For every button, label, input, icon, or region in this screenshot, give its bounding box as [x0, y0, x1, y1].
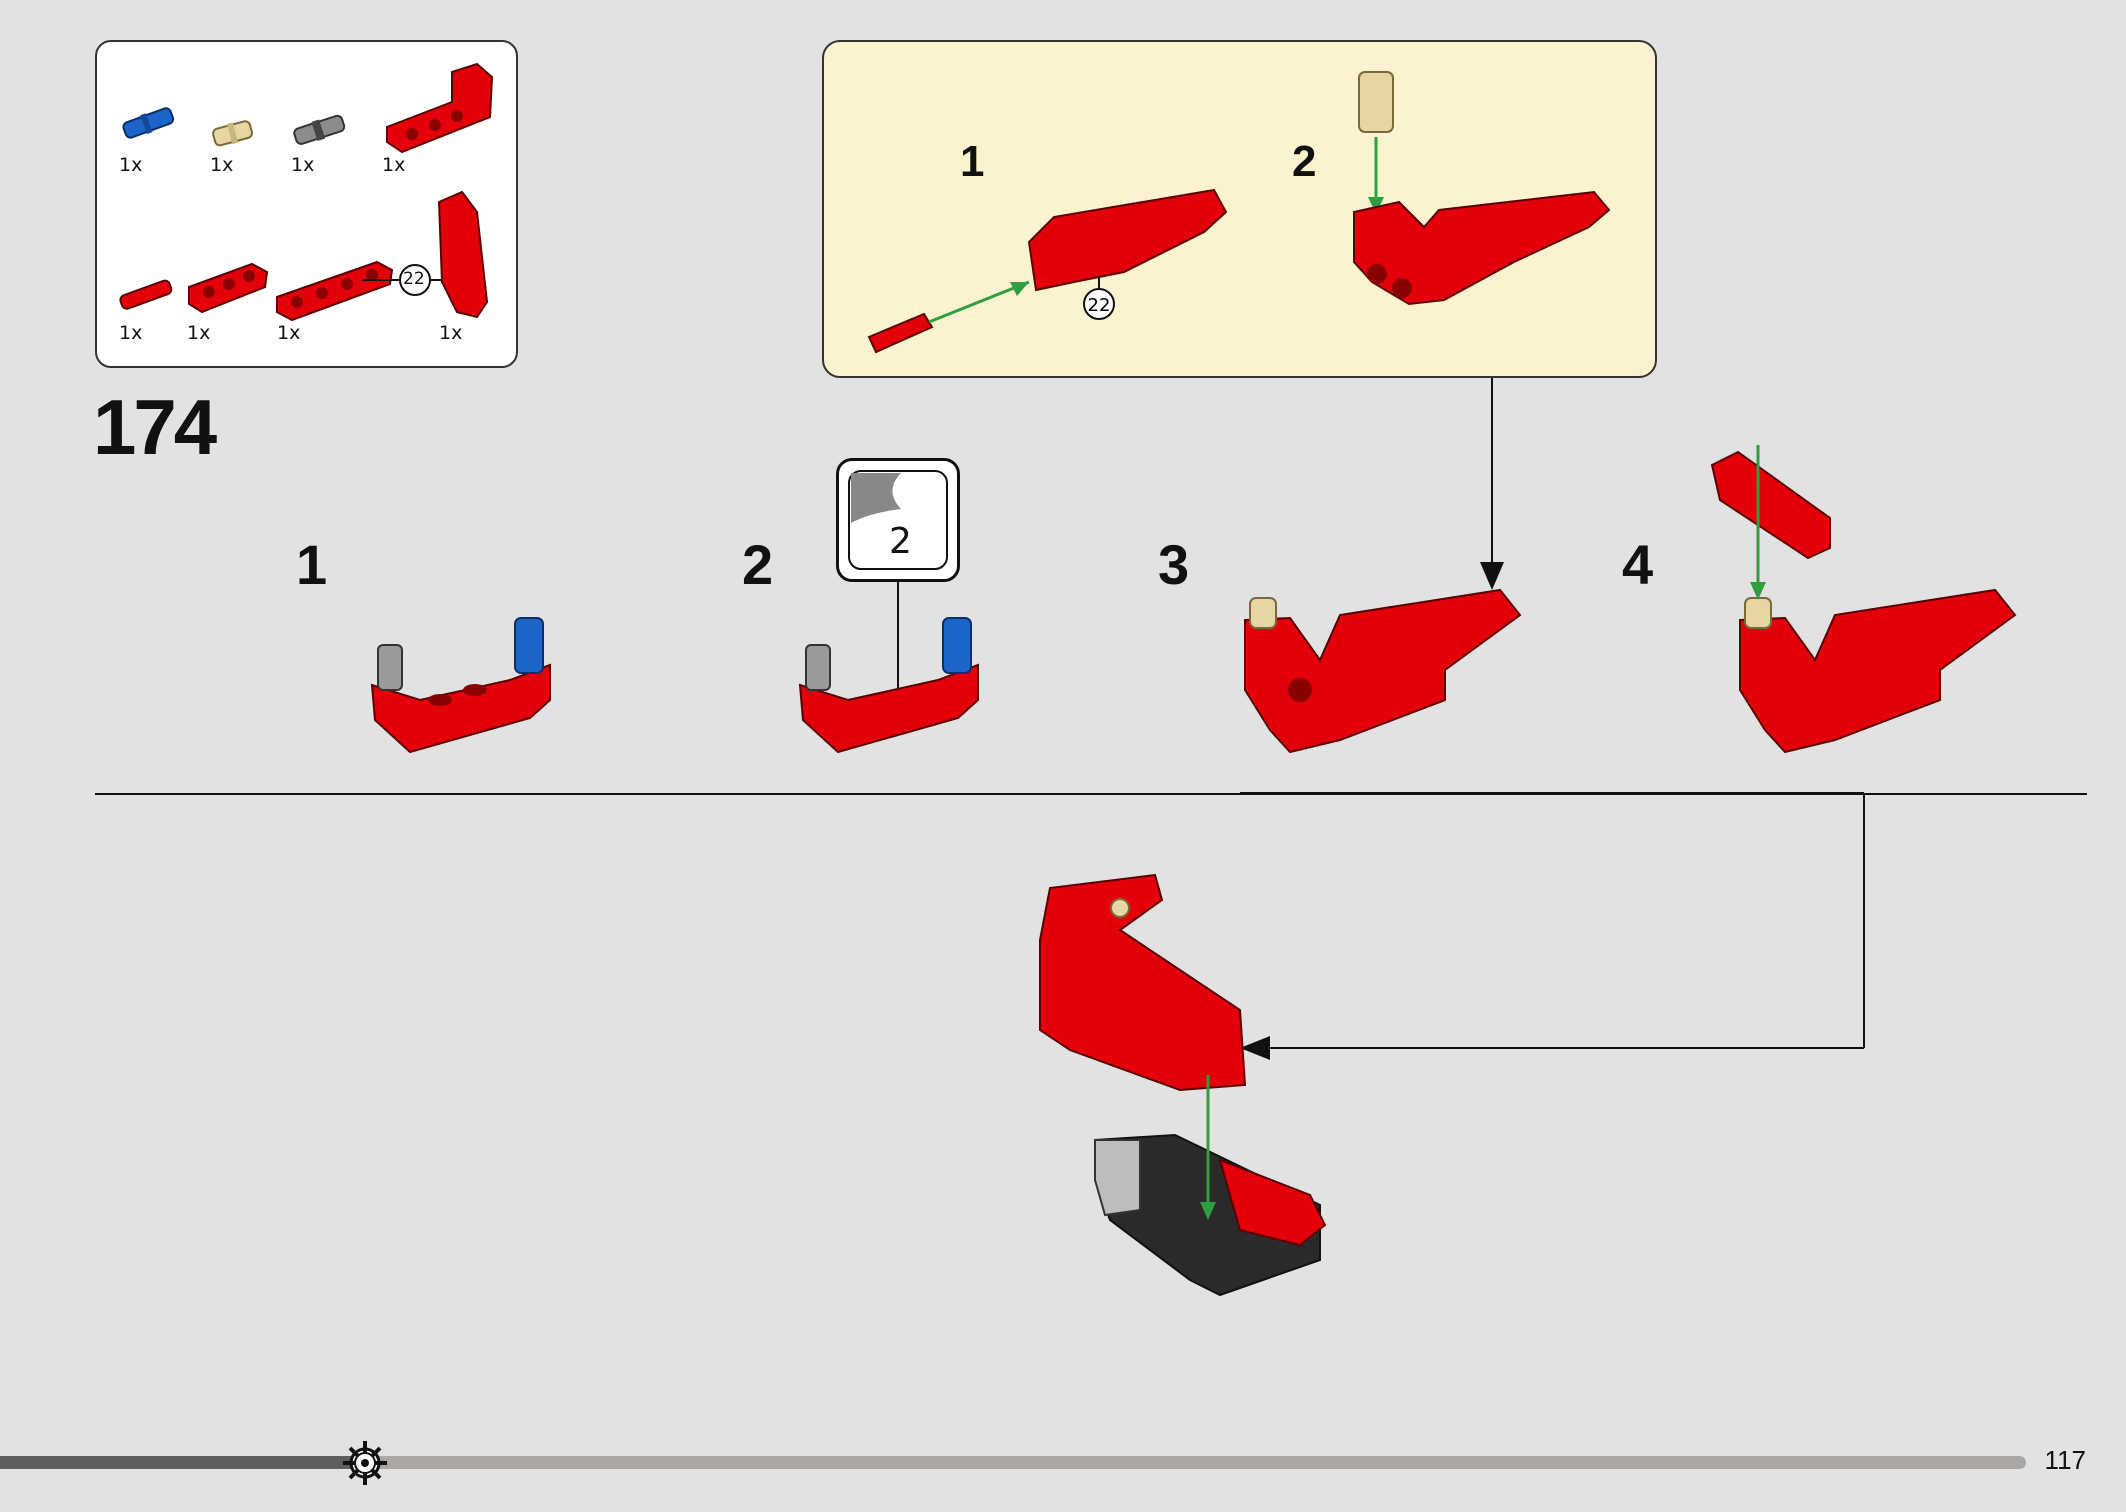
progress-track — [0, 1456, 2026, 1469]
tan-pin-part — [212, 120, 253, 147]
sticker-leader-line — [897, 582, 899, 702]
progress-fill — [0, 1456, 365, 1469]
substep-3: 3 — [1158, 533, 1190, 596]
qty-red-beam-3: 1x — [187, 322, 211, 344]
substep-1-model — [370, 617, 551, 754]
qty-red-wing-panel: 1x — [439, 322, 463, 344]
qty-red-beam-5: 1x — [277, 322, 301, 344]
callout-step-2: 2 — [1292, 137, 1317, 186]
callout-arrow-1 — [928, 280, 1030, 324]
callout-wing-panel-1 — [1027, 188, 1228, 292]
qty-blue-pin: 1x — [119, 154, 143, 176]
submodel-callout: 1 2 22 — [822, 40, 1657, 378]
substep-3-model — [1244, 588, 1522, 754]
final-assembly-model — [1039, 873, 1327, 1297]
substep-1: 1 — [296, 533, 328, 596]
red-beam-3-part — [188, 262, 269, 314]
callout-wing-panel-2 — [1353, 190, 1611, 306]
grey-pin-part — [293, 114, 346, 145]
substep-2: 2 — [742, 533, 774, 596]
blue-pin-part — [122, 107, 175, 139]
red-wing-panel-part — [362, 190, 489, 319]
sticker-callout: 2 — [836, 458, 960, 582]
qty-red-axle-pin: 1x — [119, 322, 143, 344]
red-angled-beam-part — [386, 62, 494, 154]
callout-axle-pin — [867, 312, 934, 354]
callout-tan-pin — [1358, 71, 1394, 133]
substep-2-model — [798, 617, 979, 754]
step-number: 174 — [93, 383, 217, 471]
qty-red-angled-beam: 1x — [382, 154, 406, 176]
parts-list-box: 1x 1x 1x 1x 1x 1x 1x 1x 22 — [95, 40, 518, 368]
gear-icon — [343, 1441, 387, 1485]
step-divider — [95, 793, 2087, 795]
callout-badge-text: 22 — [1088, 295, 1111, 316]
sticker-icon — [848, 470, 948, 570]
callout-step-1: 1 — [960, 137, 985, 186]
qty-tan-pin: 1x — [210, 154, 234, 176]
qty-grey-pin: 1x — [291, 154, 315, 176]
page-number: 117 — [2044, 1445, 2086, 1475]
red-beam-5-part — [276, 260, 394, 322]
callout-illustration: 22 — [867, 71, 1611, 354]
red-axle-pin-part — [119, 279, 173, 310]
parts-illustrations — [119, 62, 494, 322]
substep-4: 4 — [1622, 533, 1654, 596]
parts-callout-badge: 22 — [403, 269, 425, 289]
substep-4-model — [1710, 445, 2017, 754]
sticker-number: 2 — [889, 521, 912, 562]
